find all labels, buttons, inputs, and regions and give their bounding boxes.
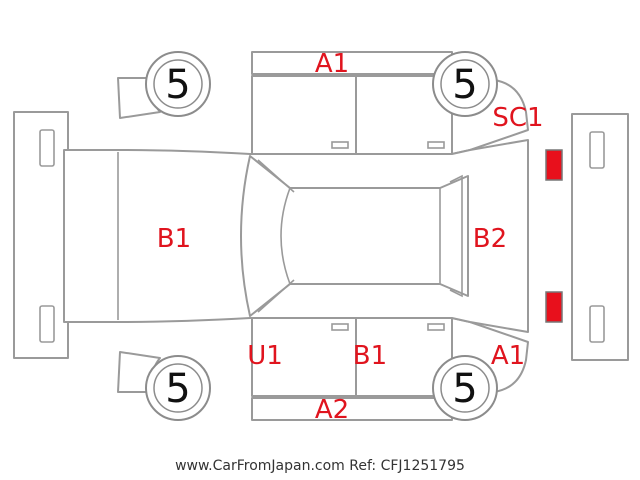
rear-lamp-top: [545, 149, 563, 181]
tire-front-right-grade: 5: [452, 62, 477, 108]
bottom-side-panels: [117, 317, 529, 421]
tire-front-left-grade: 5: [165, 62, 190, 108]
code-lower-front-door: U1: [247, 341, 283, 371]
code-rear-bottom-corner: A1: [491, 341, 525, 371]
condition-codes: A1 SC1 B1 B2 U1 B1 A1 A2: [157, 49, 544, 425]
rear-bumper: [545, 113, 629, 361]
code-lower-rear-door: B1: [353, 341, 387, 371]
tire-rear-right-grade: 5: [452, 366, 477, 412]
tire-rear-right: 5: [432, 355, 498, 421]
tire-rear-left: 5: [145, 355, 211, 421]
code-bottom-side: A2: [315, 395, 349, 425]
tire-front-right: 5: [432, 51, 498, 117]
car-body: [63, 139, 529, 333]
rear-lamp-bottom: [545, 291, 563, 323]
tire-rear-left-grade: 5: [165, 366, 190, 412]
code-trunk: B2: [473, 224, 507, 254]
footer-reference: www.CarFromJapan.com Ref: CFJ1251795: [175, 458, 465, 474]
code-top-side: A1: [315, 49, 349, 79]
tire-front-left: 5: [145, 51, 211, 117]
code-hood: B1: [157, 224, 191, 254]
code-rear-top-corner: SC1: [492, 103, 543, 133]
roof: [240, 155, 469, 317]
